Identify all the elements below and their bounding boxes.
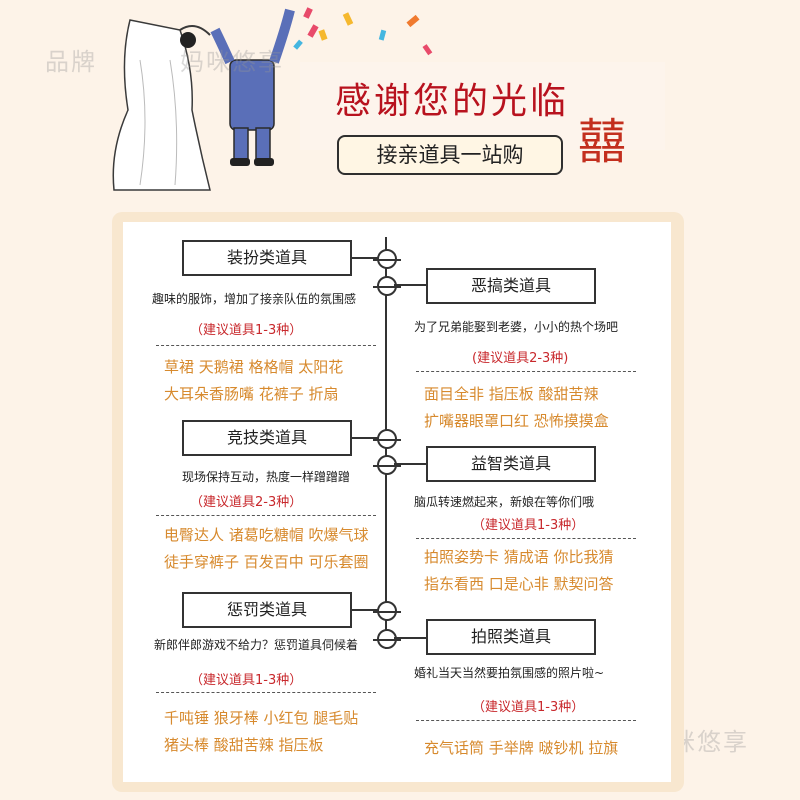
timeline-node [373,455,401,475]
category-description: 新郎伴郎游戏不给力？惩罚道具伺候着 [154,638,359,652]
item-line: 大耳朵香肠嘴 花裤子 折扇 [164,385,339,403]
item-list: 拍照姿势卡 猜成语 你比我猜 指东看西 口是心非 默契问答 [424,544,614,598]
item-list: 面目全非 指压板 酸甜苦辣 扩嘴器眼罩口红 恐怖摸摸盒 [424,381,609,435]
connector-line [394,284,428,286]
category-label-dress-up: 装扮类道具 [182,240,352,276]
watermark: 妈咪悠享 [180,48,284,76]
dashed-divider [416,720,636,721]
page-title: 感谢您的光临 [335,81,570,122]
recommendation-note: （建议道具1-3种） [472,518,585,533]
timeline-node [373,429,401,449]
category-description: 为了兄弟能娶到老婆，小小的热个场吧 [414,320,619,334]
category-description: 脑瓜转速燃起来，新娘在等你们哦 [414,495,595,509]
double-happiness-emblem: 囍 [578,114,627,170]
item-line: 猪头棒 酸甜苦辣 指压板 [164,736,324,754]
item-line: 千吨锤 狼牙棒 小红包 腿毛贴 [164,709,359,727]
item-line: 充气话筒 手举牌 啵钞机 拉旗 [424,739,619,757]
dashed-divider [416,538,636,539]
header-tag: 接亲道具一站购 [337,135,563,175]
category-description: 现场保持互动，热度一样蹭蹭蹭 [182,470,351,484]
item-list: 草裙 天鹅裙 格格帽 太阳花 大耳朵香肠嘴 花裤子 折扇 [164,354,343,408]
content-panel [123,222,671,782]
timeline-node [373,629,401,649]
connector-line [350,257,378,259]
item-line: 电臀达人 诸葛吃糖帽 吹爆气球 [164,526,369,544]
category-description: 趣味的服饰，增加了接亲队伍的氛围感 [152,292,357,306]
timeline-node [373,276,401,296]
item-list: 千吨锤 狼牙棒 小红包 腿毛贴 猪头棒 酸甜苦辣 指压板 [164,705,358,759]
item-line: 指东看西 口是心非 默契问答 [424,575,614,593]
item-line: 扩嘴器眼罩口红 恐怖摸摸盒 [424,412,609,430]
connector-line [350,609,378,611]
category-label-penalty: 惩罚类道具 [182,592,352,628]
timeline-node [373,249,401,269]
confetti-decoration [307,12,433,56]
item-line: 面目全非 指压板 酸甜苦辣 [424,385,599,403]
wedding-couple-illustration [112,7,328,191]
category-description: 婚礼当天当然要拍氛围感的照片啦~ [414,666,605,680]
dashed-divider [416,371,636,372]
category-label-competition: 竞技类道具 [182,420,352,456]
item-line: 拍照姿势卡 猜成语 你比我猜 [424,548,614,566]
dashed-divider [156,515,376,516]
timeline-node [373,601,401,621]
dashed-divider [156,692,376,693]
item-list: 电臀达人 诸葛吃糖帽 吹爆气球 徒手穿裤子 百发百中 可乐套圈 [164,522,369,576]
category-label-puzzle: 益智类道具 [426,446,596,482]
watermark: 品牌 [45,48,97,76]
dashed-divider [156,345,376,346]
item-list: 充气话筒 手举牌 啵钞机 拉旗 [424,735,618,762]
recommendation-note: （建议道具1-3种） [472,700,585,715]
recommendation-note: (建议道具2-3种) [472,351,569,366]
connector-line [350,437,378,439]
recommendation-note: （建议道具1-3种） [190,323,303,338]
item-line: 草裙 天鹅裙 格格帽 太阳花 [164,358,344,376]
item-line: 徒手穿裤子 百发百中 可乐套圈 [164,553,369,571]
connector-line [394,637,428,639]
category-label-prank: 恶搞类道具 [426,268,596,304]
recommendation-note: （建议道具1-3种） [190,673,303,688]
connector-line [394,463,428,465]
recommendation-note: （建议道具2-3种） [190,495,303,510]
category-label-photo: 拍照类道具 [426,619,596,655]
